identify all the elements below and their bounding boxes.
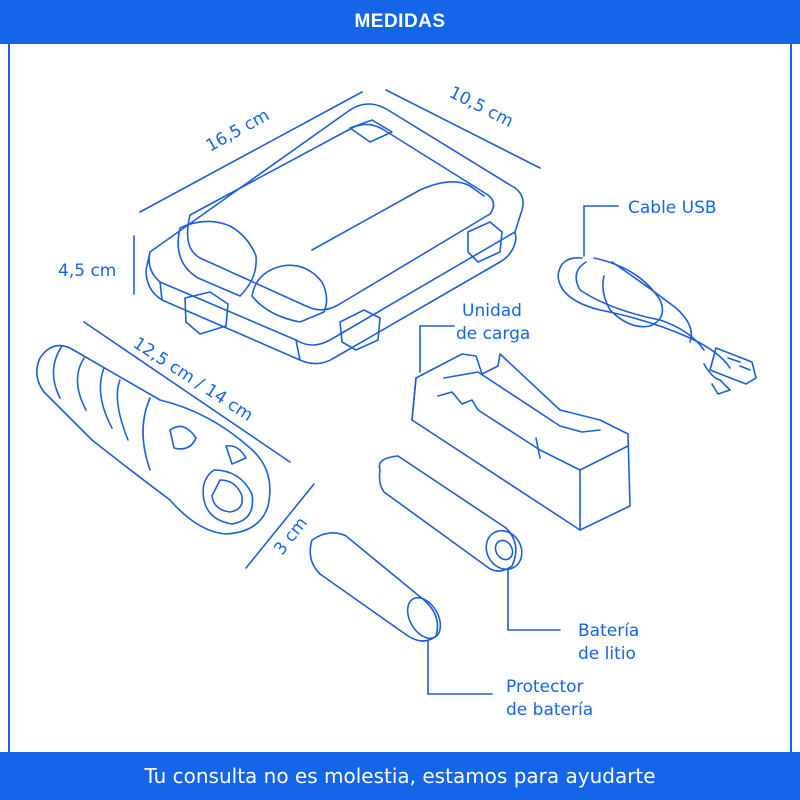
footer-bar: Tu consulta no es molestia, estamos para…: [0, 752, 800, 800]
charger-label-line2: de carga: [456, 324, 530, 344]
charger-illustration: [411, 325, 631, 531]
protector-label-line1: Protector: [506, 677, 584, 697]
flashlight-illustration: [36, 321, 315, 569]
charger-label-line1: Unidad: [462, 301, 522, 321]
battery-label-line1: Batería: [578, 621, 639, 641]
flashlight-length-label: 12,5 cm / 14 cm: [129, 333, 256, 425]
case-width-label: 10,5 cm: [446, 83, 517, 132]
case-height-label: 4,5 cm: [58, 261, 116, 281]
usb-cable-label: Cable USB: [628, 198, 717, 218]
flashlight-diameter-label: 3 cm: [270, 514, 312, 560]
usb-cable-illustration: [557, 205, 757, 395]
footer-message: Tu consulta no es molestia, estamos para…: [144, 764, 656, 788]
protector-label-line2: de batería: [506, 700, 593, 720]
battery-illustration: [378, 455, 561, 631]
battery-protector-illustration: [309, 532, 493, 695]
battery-label-line2: de litio: [578, 644, 636, 664]
case-length-label: 16,5 cm: [203, 105, 273, 156]
header-bar: MEDIDAS: [0, 0, 800, 44]
page-title: MEDIDAS: [354, 11, 446, 32]
content-frame: [8, 44, 792, 752]
case-illustration: [133, 89, 541, 365]
